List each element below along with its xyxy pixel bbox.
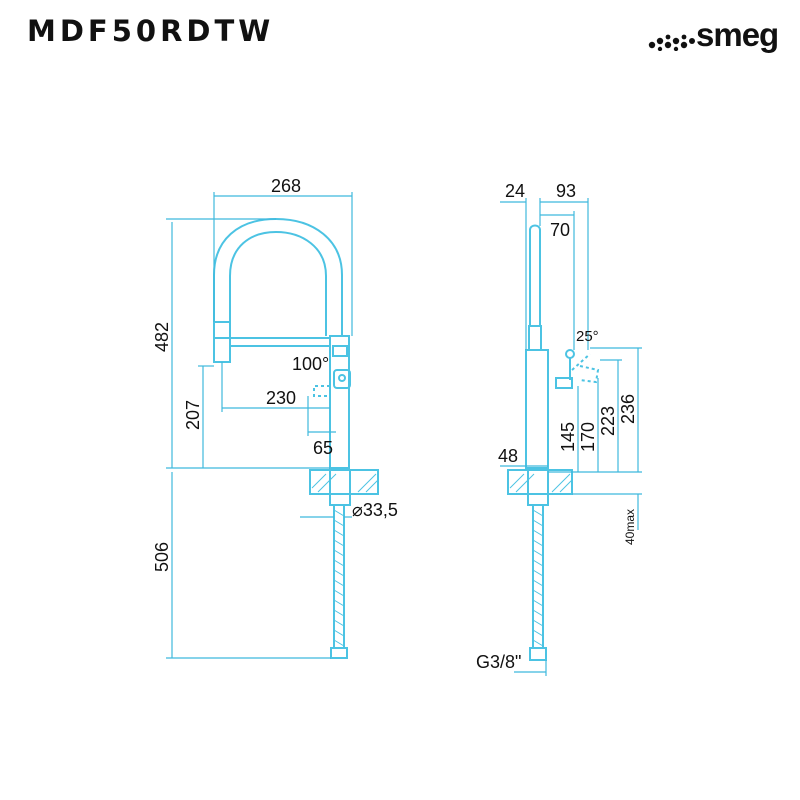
dim-236: 236 (618, 394, 638, 424)
model-code: MDF50RDTW (27, 14, 275, 48)
brand-name: smeg (696, 16, 779, 53)
dim-268: 268 (271, 176, 301, 196)
logo-dots-icon (648, 34, 695, 51)
dim-482: 482 (152, 322, 172, 352)
dim-93: 93 (556, 181, 576, 201)
side-spray-head (529, 224, 541, 326)
dim-65: 65 (313, 438, 333, 458)
dim-100deg: 100° (292, 354, 329, 374)
dim-25deg: 25° (576, 328, 599, 345)
side-lever-knob (565, 349, 575, 359)
front-body (329, 335, 350, 469)
dim-48: 48 (498, 446, 518, 466)
front-view: 268 482 207 230 100° 65 506 ⌀33,5 (152, 176, 398, 659)
dim-207: 207 (183, 400, 203, 430)
brand-logo: smeg (648, 16, 788, 56)
dim-thread: G3/8" (476, 652, 521, 672)
dim-24: 24 (505, 181, 525, 201)
dim-230: 230 (266, 388, 296, 408)
front-spray-head (213, 321, 231, 363)
side-body (525, 349, 549, 469)
dim-170: 170 (578, 422, 598, 452)
dim-70: 70 (550, 220, 570, 240)
front-lever (333, 369, 351, 389)
front-spout-inner (229, 230, 327, 336)
front-spout-outer (213, 217, 343, 336)
dim-145: 145 (558, 422, 578, 452)
side-view: 24 93 70 25° 145 170 223 236 48 40max G3… (476, 181, 642, 676)
dim-diameter: ⌀33,5 (352, 500, 398, 520)
dim-223: 223 (598, 406, 618, 436)
dim-506: 506 (152, 542, 172, 572)
dim-40max: 40max (623, 509, 637, 545)
